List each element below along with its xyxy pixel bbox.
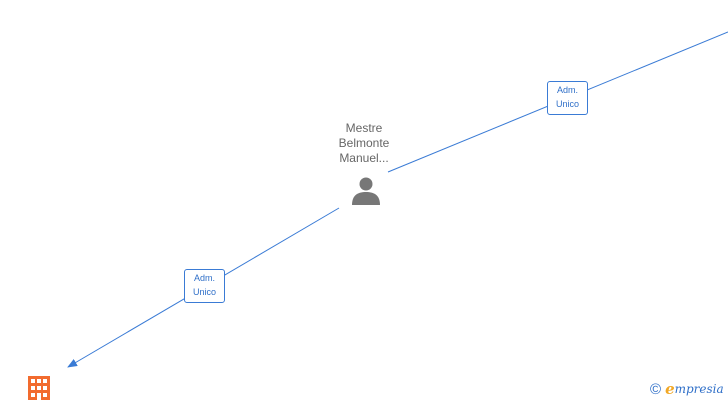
edge-label-lower-line-1: Adm.: [193, 273, 215, 283]
brand-initial: e: [665, 380, 675, 398]
person-name-line-2: Belmonte: [338, 136, 390, 150]
person-name-line-1: Mestre: [345, 121, 383, 135]
person-icon[interactable]: [350, 175, 382, 207]
copyright-symbol: ©: [650, 380, 662, 398]
edge-label-upper[interactable]: Adm. Unico: [547, 81, 588, 115]
edge-label-lower-line-2: Unico: [192, 287, 216, 297]
building-icon[interactable]: [28, 376, 50, 400]
brand-name: mpresia: [674, 382, 724, 396]
edge-label-upper-line-1: Adm.: [556, 85, 578, 95]
edge-label-lower[interactable]: Adm. Unico: [184, 269, 225, 303]
edge-label-upper-line-2: Unico: [555, 99, 579, 109]
person-name-line-3: Manuel...: [339, 151, 389, 165]
brand-watermark: © e mpresia: [650, 380, 724, 398]
person-name[interactable]: Mestre Belmonte Manuel...: [314, 121, 414, 166]
